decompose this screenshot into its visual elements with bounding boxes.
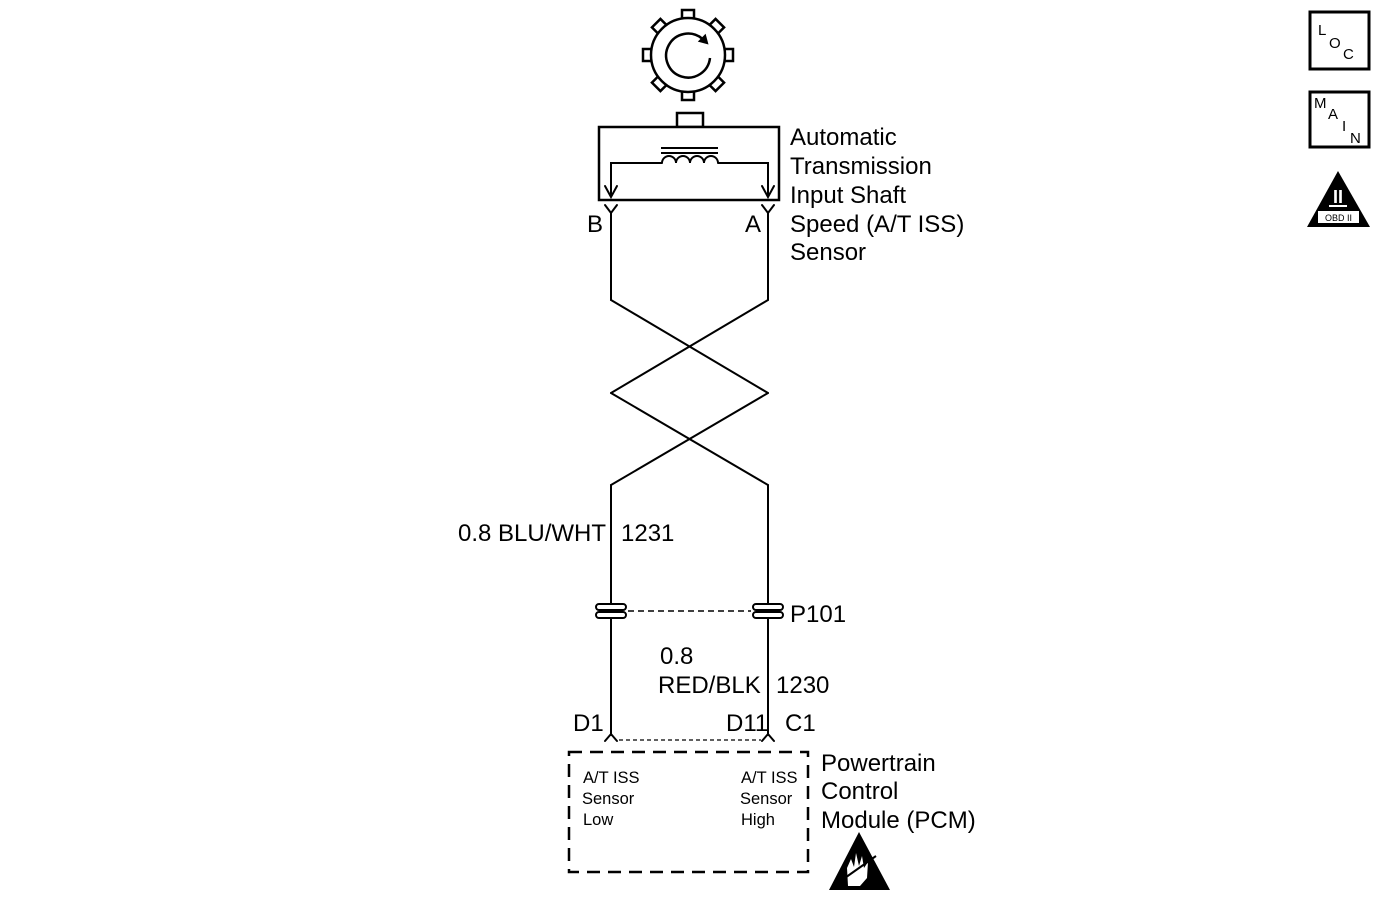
terminal-a-fork xyxy=(761,204,775,215)
loc-letter: L xyxy=(1318,22,1326,39)
terminal-b-label: B xyxy=(587,211,603,238)
obd-label: OBD II xyxy=(1325,213,1352,223)
sensor-name-line: Input Shaft xyxy=(790,182,906,209)
sensor-name-line: Transmission xyxy=(790,153,932,180)
low-circuit-number: 1231 xyxy=(621,520,674,547)
pcm-pin-high-label: D11 xyxy=(726,710,768,737)
pcm-pin-high-terminal xyxy=(761,732,775,742)
pcm-input-low-line: Sensor xyxy=(582,790,635,808)
pcm-name-line: Powertrain xyxy=(821,750,936,777)
high-wire-size-label: 0.8 xyxy=(660,643,693,670)
coil-lead-a xyxy=(717,162,769,197)
location-icon[interactable]: L O C xyxy=(1308,10,1371,71)
inline-connector xyxy=(595,603,784,619)
coil-lead-b xyxy=(610,162,663,197)
pcm-name-line: Control xyxy=(821,778,898,805)
pcm-input-low-line: A/T ISS xyxy=(583,769,640,787)
pcm-input-high-line: A/T ISS xyxy=(741,769,798,787)
connector-half xyxy=(752,603,784,611)
esd-sensitive-icon xyxy=(829,832,890,890)
reluctor-wheel-icon xyxy=(641,8,735,102)
high-circuit-number: 1230 xyxy=(776,672,829,699)
main-letter: I xyxy=(1342,118,1346,135)
main-letter: N xyxy=(1350,130,1361,147)
connector-half xyxy=(595,603,627,611)
gear-body xyxy=(649,16,727,94)
obd-mark: II xyxy=(1333,187,1343,207)
obd-ii-icon[interactable]: II OBD II xyxy=(1307,171,1370,227)
loc-letter: C xyxy=(1343,46,1354,63)
high-wire-color-label: RED/BLK xyxy=(658,672,761,699)
low-wire-color-label: 0.8 BLU/WHT xyxy=(458,520,606,547)
sensor-housing xyxy=(597,111,781,202)
pcm-input-low-line: Low xyxy=(583,811,613,829)
pcm-box xyxy=(567,750,810,874)
twisted-pair xyxy=(610,212,769,736)
lead-arrow-b xyxy=(604,185,618,200)
pcm-input-high-line: High xyxy=(741,811,775,829)
main-icon[interactable]: M A I N xyxy=(1308,90,1371,149)
wire-twist xyxy=(610,392,769,486)
pcm-input-high-line: Sensor xyxy=(740,790,793,808)
connector-half xyxy=(752,611,784,619)
loc-letter: O xyxy=(1329,35,1341,52)
wire-twist xyxy=(610,299,769,394)
main-letter: M xyxy=(1314,95,1327,112)
terminal-a-label: A xyxy=(745,211,761,238)
pcm-pin-low-label: D1 xyxy=(573,710,604,737)
pcm-name-line: Module (PCM) xyxy=(821,807,976,834)
pcm-connector-label: C1 xyxy=(785,710,816,737)
sensor-mount-tab xyxy=(675,111,705,129)
terminal-b-fork xyxy=(604,204,618,215)
inline-connector-label: P101 xyxy=(790,601,846,628)
sensor-name-line: Speed (A/T ISS) xyxy=(790,211,964,238)
coil-winding xyxy=(661,155,719,164)
connector-half xyxy=(595,611,627,619)
main-letter: A xyxy=(1328,106,1338,123)
sensor-name-line: Automatic xyxy=(790,124,897,151)
rotation-arrow-icon xyxy=(664,32,712,79)
lead-arrow-a xyxy=(761,185,775,200)
pcm-pin-low-terminal xyxy=(604,732,618,742)
sensor-name-line: Sensor xyxy=(790,239,866,266)
